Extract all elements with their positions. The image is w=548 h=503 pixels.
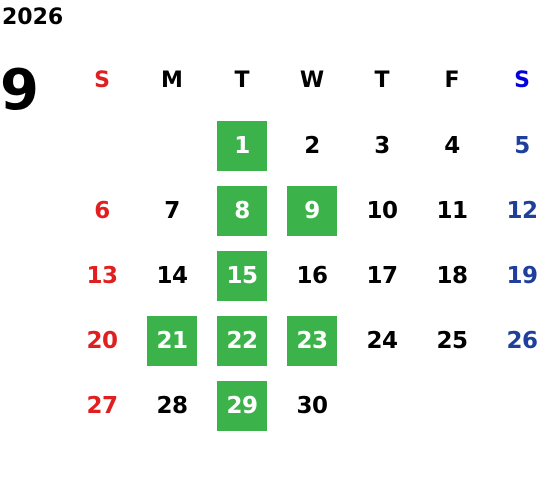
day-cell: 28 [156, 392, 188, 419]
day-cell: 27 [86, 392, 118, 419]
day-cell: 18 [436, 262, 468, 289]
highlighted-day-cell: 15 [217, 250, 267, 301]
day-cell: 4 [444, 132, 460, 159]
month-number: 9 [0, 58, 39, 123]
day-cell: 6 [94, 197, 110, 224]
weekday-header-tue: T [234, 67, 250, 93]
day-cell [357, 381, 407, 431]
highlighted-day-cell: 8 [217, 185, 267, 236]
highlighted-day-cell: 29 [217, 380, 267, 431]
day-cell [427, 381, 477, 431]
calendar-grid: S M T W T F S 1 2 3 4 5 6 7 8 9 10 11 12… [67, 47, 548, 438]
day-cell [497, 381, 547, 431]
day-cell: 26 [506, 327, 538, 354]
weekday-header-wed: W [299, 67, 325, 93]
day-cell: 24 [366, 327, 398, 354]
day-cell: 20 [86, 327, 118, 354]
highlighted-day-cell: 21 [147, 315, 197, 366]
day-cell: 5 [514, 132, 530, 159]
day-cell: 7 [164, 197, 180, 224]
day-cell: 17 [366, 262, 398, 289]
day-cell: 3 [374, 132, 390, 159]
day-cell: 19 [506, 262, 538, 289]
highlighted-day-cell: 23 [287, 315, 337, 366]
day-cell: 14 [156, 262, 188, 289]
day-cell: 30 [296, 392, 328, 419]
day-cell: 16 [296, 262, 328, 289]
day-cell [147, 121, 197, 171]
weekday-header-sat: S [514, 67, 530, 93]
day-cell: 11 [436, 197, 468, 224]
weekday-header-thu: T [374, 67, 390, 93]
weekday-header-fri: F [444, 67, 460, 93]
day-cell: 2 [304, 132, 320, 159]
day-cell: 13 [86, 262, 118, 289]
day-cell [77, 121, 127, 171]
day-cell: 12 [506, 197, 538, 224]
weekday-header-mon: M [161, 67, 183, 93]
weekday-header-sun: S [94, 67, 110, 93]
highlighted-day-cell: 9 [287, 185, 337, 236]
highlighted-day-cell: 22 [217, 315, 267, 366]
day-cell: 25 [436, 327, 468, 354]
highlighted-day-cell: 1 [217, 120, 267, 171]
day-cell: 10 [366, 197, 398, 224]
year-label: 2026 [2, 5, 64, 30]
